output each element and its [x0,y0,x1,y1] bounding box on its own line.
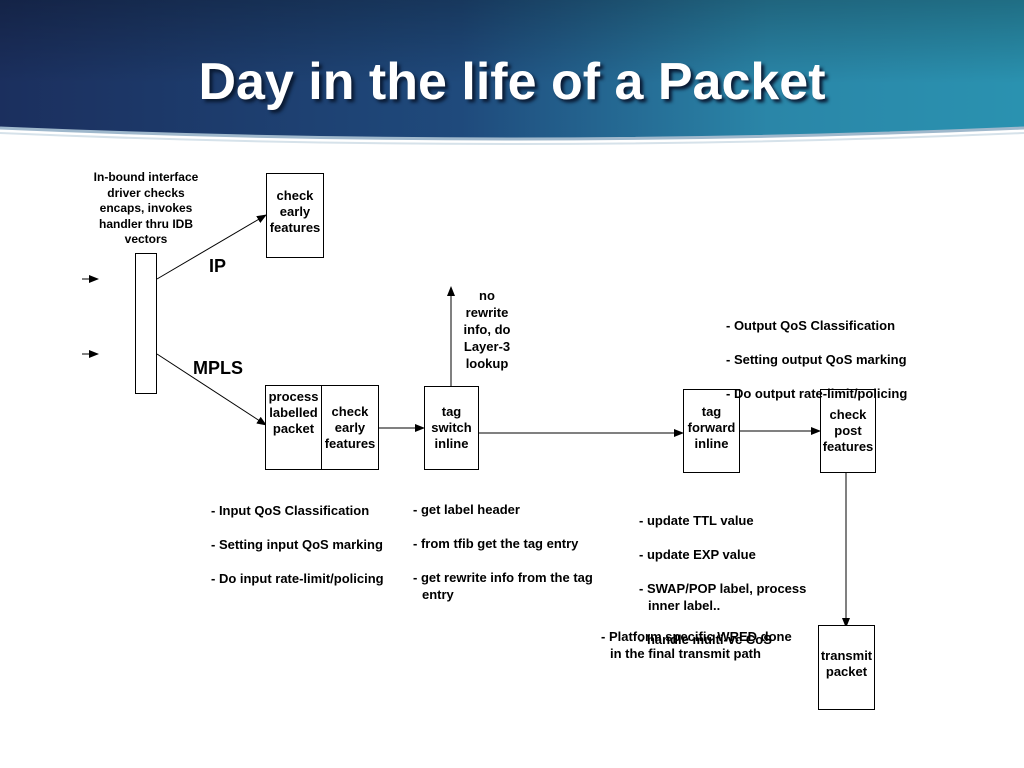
tag-switch-step: - from tfib get the tag entry [413,536,579,551]
check-post-features-box: check post features [820,389,876,473]
output-qos-line: - Setting output QoS marking [726,352,907,367]
input-qos-note: - Input QoS Classification - Setting inp… [211,485,411,604]
tag-forward-step: - update EXP value [639,547,756,562]
tag-forward-inline-box: tag forward inline [683,389,740,473]
tag-forward-step: - SWAP/POP label, process inner label.. [639,581,807,613]
no-rewrite-note: no rewrite info, do Layer-3 lookup [463,288,511,371]
tag-forward-steps-note: - update TTL value - update EXP value - … [639,495,839,665]
page-title: Day in the life of a Packet [198,53,826,111]
mpls-branch-arrow [156,353,267,426]
ip-branch-arrow [156,214,267,280]
mpls-label: MPLS [193,358,244,378]
transmit-packet-box: transmit packet [818,625,875,710]
process-labelled-packet-box: process labelled packet [265,385,322,470]
tag-forward-step: - handle multi-vc CoS [639,632,772,647]
ip-label: IP [209,256,227,276]
check-early-features-ip-box: check early features [266,173,324,258]
input-qos-line: - Input QoS Classification [211,503,370,518]
output-qos-note: - Output QoS Classification - Setting ou… [726,300,956,419]
tag-forward-step: - update TTL value [639,513,754,528]
interface-bar [135,253,157,394]
input-qos-line: - Setting input QoS marking [211,537,383,552]
inbound-note: In-bound interface driver checks encaps,… [93,170,199,246]
wred-note: - Platform specific WRED done in the fin… [601,629,792,661]
check-early-features-mpls-box: check early features [321,385,379,470]
tag-switch-step: - get rewrite info from the tag entry [413,570,593,602]
tag-switch-steps-note: - get label header - from tfib get the t… [413,484,623,620]
header-background [0,0,1024,145]
tag-switch-step: - get label header [413,502,520,517]
header-banner: Day in the life of a Packet [0,0,1024,160]
output-qos-line: - Output QoS Classification [726,318,896,333]
tag-switch-inline-box: tag switch inline [424,386,479,470]
input-qos-line: - Do input rate-limit/policing [211,571,384,586]
output-qos-line: - Do output rate-limit/policing [726,386,908,401]
